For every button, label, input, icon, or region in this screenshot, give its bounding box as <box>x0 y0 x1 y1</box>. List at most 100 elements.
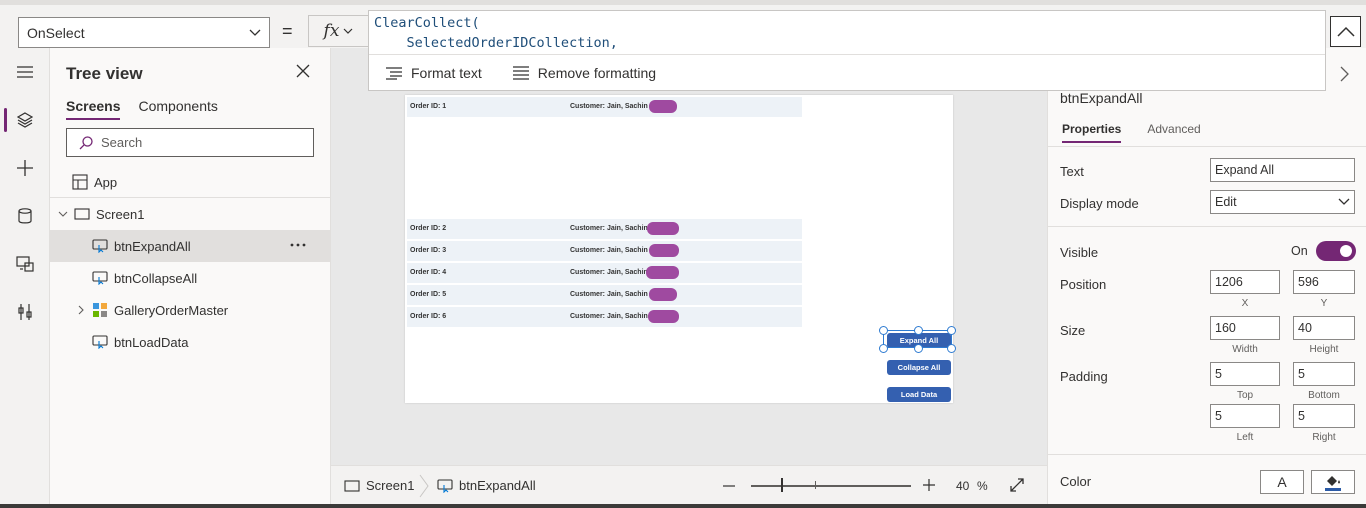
search-input[interactable] <box>101 135 301 150</box>
button-control-icon <box>92 335 108 349</box>
more-options-icon[interactable] <box>290 243 306 247</box>
zoom-in-icon[interactable] <box>923 479 935 491</box>
tree-view-tabs: Screens Components <box>66 98 218 120</box>
tree-search-box[interactable] <box>66 128 314 157</box>
gallery-row[interactable]: Order ID: 4 Customer: Jain, Sachin <box>407 263 802 283</box>
breadcrumb-screen[interactable]: Screen1 <box>344 478 414 493</box>
x-caption: X <box>1241 298 1249 309</box>
zoom-unit: % <box>977 479 988 493</box>
tree-item-btncollapseall[interactable]: btnCollapseAll <box>50 262 330 294</box>
resize-handle[interactable] <box>879 344 888 353</box>
status-pill <box>646 266 679 279</box>
visible-toggle[interactable] <box>1316 241 1356 261</box>
chevron-up-icon <box>1336 26 1355 37</box>
gallery-icon <box>93 303 107 317</box>
padding-bottom-input[interactable]: 5 <box>1293 362 1355 386</box>
tab-properties[interactable]: Properties <box>1062 122 1122 143</box>
close-tree-view-button[interactable] <box>296 64 314 82</box>
resize-handle[interactable] <box>914 344 923 353</box>
resize-handle[interactable] <box>947 344 956 353</box>
width-caption: Width <box>1232 344 1258 355</box>
fx-button[interactable]: fx <box>308 15 368 47</box>
gallery-row[interactable]: Order ID: 3 Customer: Jain, Sachin <box>407 241 802 261</box>
customer-label: Customer: Jain, Sachin <box>570 313 648 320</box>
tab-screens[interactable]: Screens <box>66 98 121 120</box>
padding-right-input[interactable]: 5 <box>1293 404 1355 428</box>
collapse-formula-button[interactable] <box>1330 16 1361 47</box>
display-mode-value: Edit <box>1215 195 1237 209</box>
formula-toolbar: Format text Remove formatting <box>369 54 1325 91</box>
tree-item-app[interactable]: App <box>50 166 330 198</box>
chevron-down-icon <box>344 28 353 34</box>
breadcrumb-control[interactable]: btnExpandAll <box>437 478 536 493</box>
data-rail-button[interactable] <box>0 196 50 236</box>
display-mode-dropdown[interactable]: Edit <box>1210 190 1355 214</box>
size-label: Size <box>1060 323 1086 338</box>
gallery-row[interactable]: Order ID: 5 Customer: Jain, Sachin <box>407 285 802 305</box>
font-color-button[interactable]: A <box>1260 470 1304 494</box>
padding-top-input[interactable]: 5 <box>1210 362 1280 386</box>
hamburger-menu-button[interactable] <box>0 52 50 92</box>
status-pill <box>649 288 677 301</box>
tree-item-btnloaddata[interactable]: btnLoadData <box>50 326 330 358</box>
remove-formatting-icon <box>512 66 529 80</box>
position-y-input[interactable]: 596 <box>1293 270 1355 294</box>
zoom-value[interactable]: 40 <box>956 479 970 493</box>
media-rail-button[interactable] <box>0 244 50 284</box>
visible-label: Visible <box>1060 245 1099 260</box>
resize-handle[interactable] <box>914 326 923 335</box>
tab-advanced[interactable]: Advanced <box>1147 122 1201 136</box>
app-screen-preview: Order ID: 1 Customer: Jain, Sachin Order… <box>405 95 956 403</box>
zoom-slider-thumb[interactable] <box>781 478 783 492</box>
tree-item-label: btnExpandAll <box>114 238 191 254</box>
width-input[interactable]: 160 <box>1210 316 1280 340</box>
tree-item-label: btnLoadData <box>114 334 189 350</box>
breadcrumb-control-label: btnExpandAll <box>459 478 536 493</box>
fill-color-button[interactable] <box>1311 470 1355 494</box>
tree-view-panel: Tree view Screens Components App Screen1… <box>50 48 331 508</box>
property-dropdown[interactable]: OnSelect <box>18 17 270 48</box>
order-id-label: Order ID: 2 <box>410 225 447 232</box>
height-input[interactable]: 40 <box>1293 316 1355 340</box>
padding-left-input[interactable]: 5 <box>1210 404 1280 428</box>
gallery-row[interactable]: Order ID: 2 Customer: Jain, Sachin <box>407 219 802 239</box>
tree-item-label: btnCollapseAll <box>114 270 198 286</box>
format-text-button[interactable]: Format text <box>385 65 482 81</box>
customer-label: Customer: Jain, Sachin <box>570 247 648 254</box>
zoom-out-icon[interactable] <box>723 485 735 487</box>
property-dropdown-value: OnSelect <box>27 24 85 41</box>
gallery-row[interactable]: Order ID: 6 Customer: Jain, Sachin <box>407 307 802 327</box>
status-pill <box>649 244 679 257</box>
tree-item-btnexpandall[interactable]: btnExpandAll <box>50 230 330 262</box>
tree-item-screen1[interactable]: Screen1 <box>50 198 330 230</box>
layers-icon <box>17 112 33 128</box>
resize-handle[interactable] <box>947 326 956 335</box>
fit-to-window-icon[interactable] <box>1009 477 1025 493</box>
equals-sign: = <box>282 21 293 41</box>
resize-handle[interactable] <box>879 326 888 335</box>
formula-code[interactable]: ClearCollect( SelectedOrderIDCollection, <box>374 13 618 53</box>
collapse-all-button[interactable]: Collapse All <box>887 360 951 375</box>
load-data-button[interactable]: Load Data <box>887 387 951 402</box>
expand-all-button[interactable]: Expand All <box>887 333 951 348</box>
tree-view-rail-button[interactable] <box>0 100 50 140</box>
chevron-right-icon[interactable] <box>1340 66 1349 82</box>
zoom-slider[interactable] <box>751 485 911 487</box>
advanced-tools-rail-button[interactable] <box>0 292 50 332</box>
bottom-caption: Bottom <box>1308 390 1340 401</box>
padding-label: Padding <box>1060 369 1108 384</box>
insert-rail-button[interactable] <box>0 148 50 188</box>
close-icon <box>296 64 310 78</box>
button-control-icon <box>92 239 108 253</box>
order-id-label: Order ID: 4 <box>410 269 447 276</box>
remove-formatting-button[interactable]: Remove formatting <box>512 65 656 81</box>
tree-item-galleryordermaster[interactable]: GalleryOrderMaster <box>50 294 330 326</box>
formula-editor[interactable]: ClearCollect( SelectedOrderIDCollection,… <box>368 10 1326 91</box>
gallery-row[interactable]: Order ID: 1 Customer: Jain, Sachin <box>407 97 802 117</box>
plus-icon <box>17 160 33 176</box>
format-text-icon <box>386 67 402 80</box>
tab-components[interactable]: Components <box>138 98 218 114</box>
text-property-input[interactable]: Expand All <box>1210 158 1355 182</box>
order-id-label: Order ID: 3 <box>410 247 447 254</box>
position-x-input[interactable]: 1206 <box>1210 270 1280 294</box>
